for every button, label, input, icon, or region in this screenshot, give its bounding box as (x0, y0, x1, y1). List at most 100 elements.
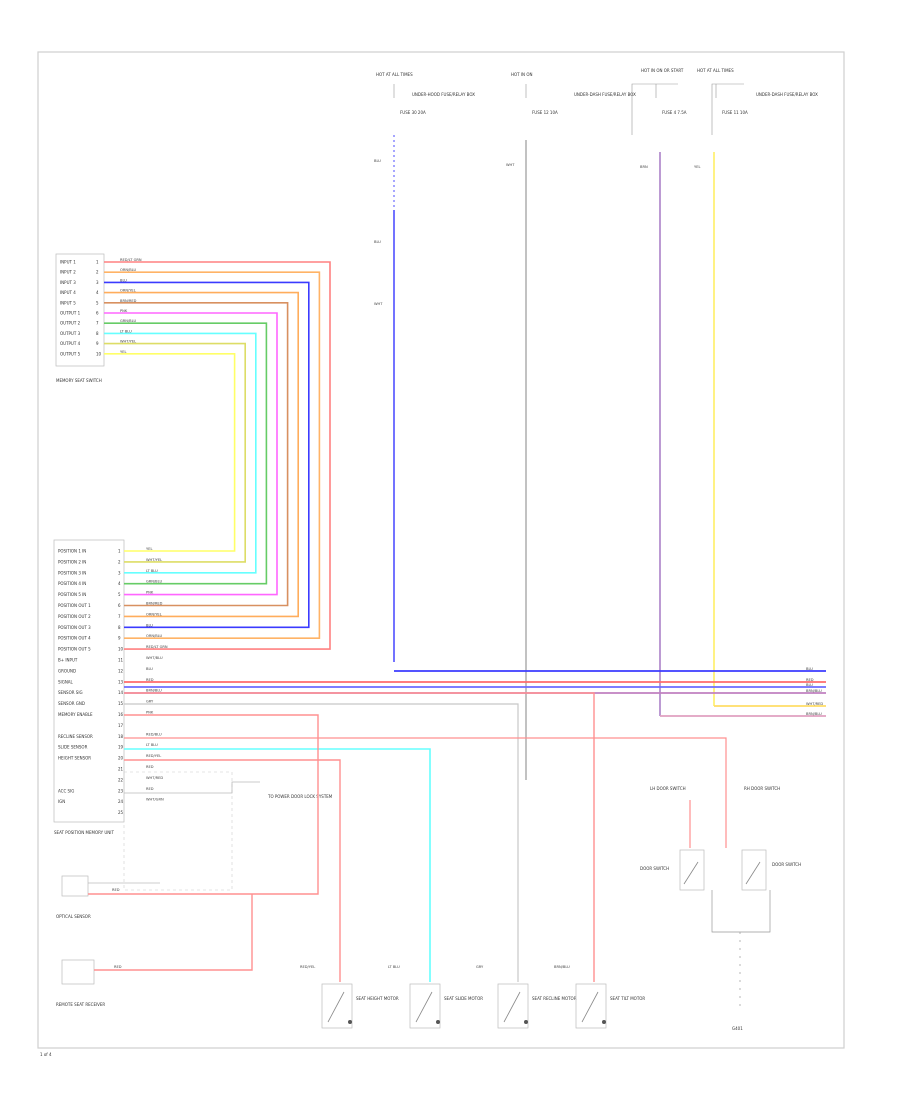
switch-pin-label: OUTPUT 5 (60, 351, 81, 356)
switch-to-unit-wire (104, 291, 300, 618)
right-output-tag: RED (806, 678, 814, 682)
switch-pin-wire-tag: WHT/YEL (120, 340, 136, 344)
unit-pin-number: 3 (118, 570, 121, 575)
unit-pin-label: POSITION 1 IN (58, 549, 86, 554)
unit-pin-number: 10 (118, 647, 124, 652)
unit-pin-number: 22 (118, 777, 124, 782)
unit-pin-number: 17 (118, 723, 124, 728)
wire-door-switch-ground (711, 890, 771, 933)
door-switch-lh-desc: DOOR SWITCH (640, 866, 669, 871)
motor-box (409, 983, 441, 1029)
door-lock-dashed-box (123, 771, 233, 891)
motor-switch-arm (415, 991, 433, 1023)
switch-pin-wire-tag: PNK (120, 309, 128, 313)
unit-pin-wire-tag: RED (146, 765, 154, 769)
unit-pin-number: 9 (118, 636, 121, 641)
switch-to-unit-wire (104, 322, 268, 585)
unit-pin-wire-tag: BLU (146, 667, 153, 671)
switch-to-unit-wire (104, 271, 321, 640)
unit-pin-wire-tag: YEL (146, 547, 152, 551)
switch-to-unit-wire (104, 312, 278, 596)
motor-switch-arm (581, 991, 599, 1023)
wire-fuse1-tag-1: BLU (374, 159, 381, 163)
motor-terminal (436, 1020, 440, 1024)
unit-pin-number: 4 (118, 581, 121, 586)
unit-pin-wire-tag: LT BLU (146, 569, 158, 573)
right-output-tag: WHT/RED (806, 702, 823, 706)
door-switch-rh: RH DOOR SWITCH DOOR SWITCH (741, 786, 801, 891)
wire-fuse3-tag: BRN (640, 165, 648, 169)
unit-pin-wire-tag: WHT/GRN (146, 798, 164, 802)
switch-pin-number: 8 (96, 331, 99, 336)
memory-unit-caption: SEAT POSITION MEMORY UNIT (54, 830, 114, 835)
footer-code: 1 of 4 (40, 1052, 52, 1057)
motor-wire-tag: GRY (476, 965, 484, 969)
unit-pin-wire-tag: GRN/BLU (146, 580, 162, 584)
unit-pin-number: 8 (118, 625, 121, 630)
switch-pin-wire-tag: ORN/YEL (120, 289, 136, 293)
unit-pin-wire-tag: ORN/YEL (146, 612, 162, 616)
unit-pin-label: POSITION OUT 5 (58, 647, 91, 652)
fuse-1-fuse: FUSE 30 20A (400, 110, 426, 115)
unit-pin-label: MEMORY ENABLE (58, 712, 93, 717)
wire-fuse1-tag-2: BLU (374, 240, 381, 244)
unit-pin-number: 19 (118, 745, 124, 750)
unit-pin-wire-tag: BRN/RED (146, 602, 163, 606)
switch-pin-label: OUTPUT 3 (60, 331, 81, 336)
unit-pin-label: ACC SIG (58, 788, 74, 793)
door-switch-rh-title: RH DOOR SWITCH (744, 786, 780, 791)
motor-box (575, 983, 607, 1029)
unit-pin-number: 5 (118, 592, 121, 597)
wire-recline-sensor (124, 737, 727, 848)
motor-terminal (524, 1020, 528, 1024)
optical-sensor-wire-tag: RED (112, 888, 120, 892)
motor-wire-tag: RED/YEL (300, 965, 315, 969)
switch-pin-label: OUTPUT 2 (60, 321, 81, 326)
switch-to-unit-wire (104, 342, 246, 563)
unit-pin-wire-tag: WHT/YEL (146, 558, 162, 562)
unit-pin-number: 11 (118, 658, 124, 663)
unit-pin-label: POSITION 5 IN (58, 592, 86, 597)
fuse-4-desc: UNDER-DASH FUSE/RELAY BOX (756, 92, 818, 97)
wire-fuse4-tag: YEL (694, 165, 700, 169)
switch-pin-number: 4 (96, 290, 99, 295)
switch-pin-label: OUTPUT 1 (60, 311, 81, 316)
unit-pin-label: SENSOR SIG (58, 690, 83, 695)
wire-tilt-motor (124, 692, 595, 982)
wire-ign-loop (124, 781, 260, 794)
motor-name: SEAT SLIDE MOTOR (444, 996, 483, 1001)
memory-switch-caption: MEMORY SEAT SWITCH (56, 378, 102, 383)
unit-pin-number: 6 (118, 603, 121, 608)
remote-receiver-wire-tag: RED (114, 965, 122, 969)
unit-pin-number: 23 (118, 788, 124, 793)
unit-pin-label: POSITION OUT 1 (58, 603, 91, 608)
unit-pin-wire-tag: PNK (146, 591, 154, 595)
unit-pin-wire-tag: RED/YEL (146, 754, 161, 758)
motor-terminal (602, 1020, 606, 1024)
remote-receiver-box (61, 959, 95, 985)
fuse-1-title: HOT AT ALL TIMES (376, 72, 413, 77)
switch-pin-number: 1 (96, 260, 99, 265)
switch-pin-number: 5 (96, 300, 99, 305)
switch-pin-wire-tag: ORN/BLU (120, 268, 137, 272)
motor-wire-tag: LT BLU (388, 965, 400, 969)
wire-fuse2-tag: WHT (506, 163, 515, 167)
optical-sensor-box (61, 875, 89, 897)
memory-switch-box (55, 253, 105, 367)
unit-pin-wire-tag: BRN/BLU (146, 689, 162, 693)
unit-pin-wire-tag: RED (146, 678, 154, 682)
fuse-group-2: HOT IN ON FUSE 12 10A UNDER-DASH FUSE/RE… (511, 72, 636, 115)
motor-wire-tag: BRN/BLU (554, 965, 570, 969)
right-output-tag: BLU (806, 683, 813, 687)
switch-to-unit-wire (104, 281, 310, 629)
wire-remote-receiver (94, 894, 253, 971)
unit-pin-label: GROUND (58, 668, 76, 673)
unit-pin-number: 24 (118, 799, 124, 804)
unit-pin-label: B+ INPUT (58, 658, 78, 663)
right-output-tag: BRN/BLU (806, 712, 822, 716)
ground-label: G401 (732, 1026, 743, 1031)
unit-pin-label: POSITION OUT 4 (58, 636, 91, 641)
unit-pin-wire-tag: LT BLU (146, 743, 158, 747)
